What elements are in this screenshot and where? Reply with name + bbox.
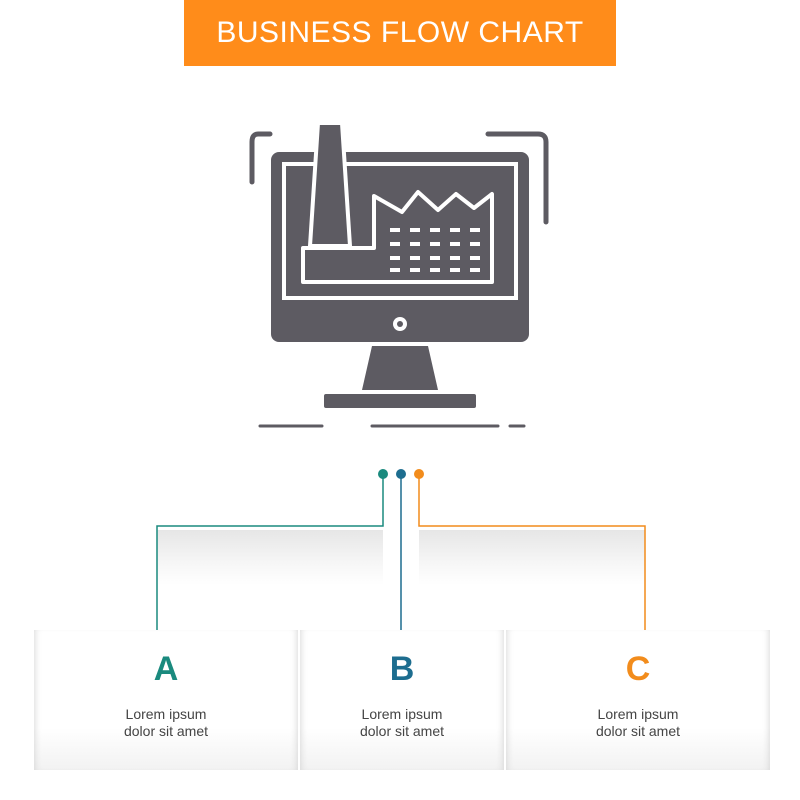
step-b-line2: dolor sit amet xyxy=(359,723,445,739)
step-a-panel: A Lorem ipsum dolor sit amet xyxy=(34,630,298,770)
connector-c xyxy=(418,474,646,638)
step-b-letter: B xyxy=(389,650,415,688)
step-c-line1: Lorem ipsum xyxy=(597,706,679,722)
step-c-letter: C xyxy=(625,650,651,688)
connector-shade-left xyxy=(157,530,383,585)
factory-monitor-icon xyxy=(249,121,549,428)
step-b-text: Lorem ipsum dolor sit amet xyxy=(300,706,504,740)
step-c-line2: dolor sit amet xyxy=(595,723,681,739)
node-c xyxy=(414,469,424,479)
title-banner: BUSINESS FLOW CHART xyxy=(184,0,616,66)
node-b xyxy=(396,469,406,479)
step-c-text: Lorem ipsum dolor sit amet xyxy=(506,706,770,740)
page-title: BUSINESS FLOW CHART xyxy=(216,16,584,49)
step-b-line1: Lorem ipsum xyxy=(361,706,443,722)
step-a-line2: dolor sit amet xyxy=(123,723,209,739)
connector-shade-right xyxy=(419,530,645,585)
step-b-panel: B Lorem ipsum dolor sit amet xyxy=(300,630,504,770)
step-a-letter: A xyxy=(153,650,179,688)
step-a-text: Lorem ipsum dolor sit amet xyxy=(34,706,298,740)
factory-windows xyxy=(390,228,480,272)
step-c-panel: C Lorem ipsum dolor sit amet xyxy=(506,630,770,770)
step-a-line1: Lorem ipsum xyxy=(125,706,207,722)
node-a xyxy=(378,469,388,479)
connector-a xyxy=(156,474,384,638)
